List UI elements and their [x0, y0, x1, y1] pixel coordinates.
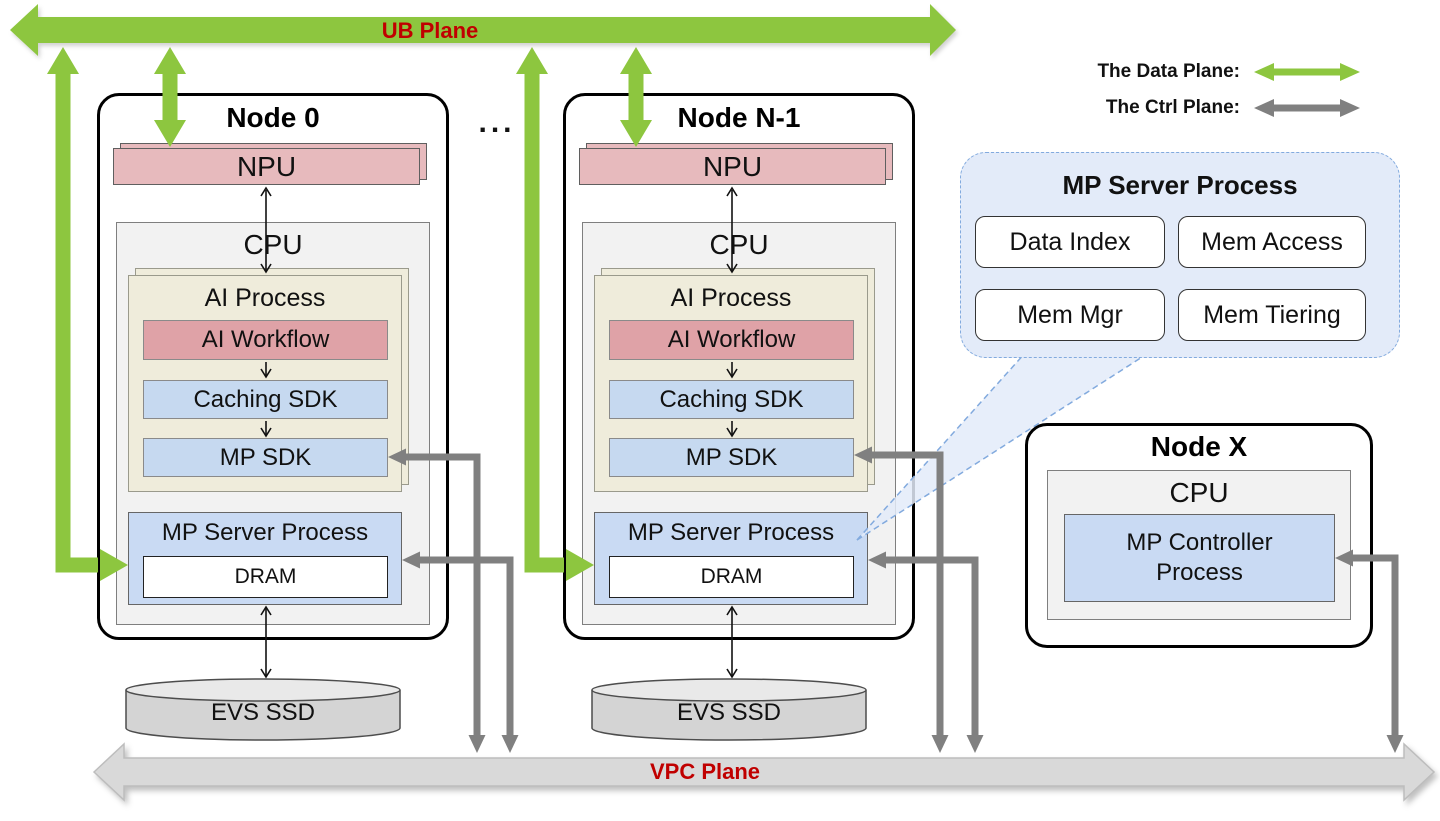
node-0-evs-ssd-cylinder: [125, 678, 401, 741]
node-x-mp-controller-process-box: MP Controller Process: [1064, 514, 1335, 602]
legend-data-plane-label: The Data Plane:: [1097, 61, 1240, 82]
node-0-mp-sdk-box: MP SDK: [143, 438, 388, 477]
node-0-ai-process-label: AI Process: [204, 283, 326, 312]
node-0-dram-box: DRAM: [143, 556, 388, 598]
callout-tail: [856, 351, 1151, 541]
node-x-cpu-label: CPU: [1169, 477, 1229, 508]
vpc-plane-arrow: [92, 742, 1436, 802]
node-0-npu-box: NPU: [113, 148, 420, 185]
node-n1-dram-box: DRAM: [609, 556, 854, 598]
node-n1-npu-box: NPU: [579, 148, 886, 185]
node-n1-mp-server-process-label: MP Server Process: [627, 519, 835, 546]
callout-item-mem-tiering: Mem Tiering: [1178, 289, 1366, 341]
legend-data-plane-arrow: [1254, 63, 1360, 81]
node-0-title: Node 0: [226, 102, 320, 133]
legend-ctrl-plane-arrow: [1254, 99, 1360, 117]
node-x-mp-controller-process-label: MP Controller Process: [1126, 529, 1273, 586]
node-n1-evs-ssd-cylinder: [591, 678, 867, 741]
node-n1-mp-sdk-box: MP SDK: [609, 438, 854, 477]
node-0-cpu-label: CPU: [243, 229, 303, 260]
ub-plane-arrow: [10, 4, 956, 56]
legend-ctrl-plane-label: The Ctrl Plane:: [1105, 97, 1240, 118]
vpc-plane-label: VPC Plane: [649, 759, 761, 784]
node-0-caching-sdk-box: Caching SDK: [143, 380, 388, 419]
node-0-ai-workflow-box: AI Workflow: [143, 320, 388, 360]
node-n1-evs-ssd-label: EVS SSD: [676, 699, 782, 726]
node-x-title: Node X: [1150, 431, 1248, 462]
ub-plane-label: UB Plane: [381, 18, 479, 43]
callout-item-mem-mgr: Mem Mgr: [975, 289, 1165, 341]
node-n1-ai-process-label: AI Process: [670, 283, 792, 312]
callout-item-data-index: Data Index: [975, 216, 1165, 268]
node-n1-caching-sdk-box: Caching SDK: [609, 380, 854, 419]
ellipsis: ...: [478, 106, 516, 139]
node-0-mp-server-process-label: MP Server Process: [161, 519, 369, 546]
callout-item-mem-access: Mem Access: [1178, 216, 1366, 268]
node-n1-title: Node N-1: [677, 102, 801, 133]
node-n1-ai-workflow-box: AI Workflow: [609, 320, 854, 360]
node-0-evs-ssd-label: EVS SSD: [210, 699, 316, 726]
node-n1-cpu-label: CPU: [709, 229, 769, 260]
callout-title: MP Server Process: [1062, 169, 1298, 200]
